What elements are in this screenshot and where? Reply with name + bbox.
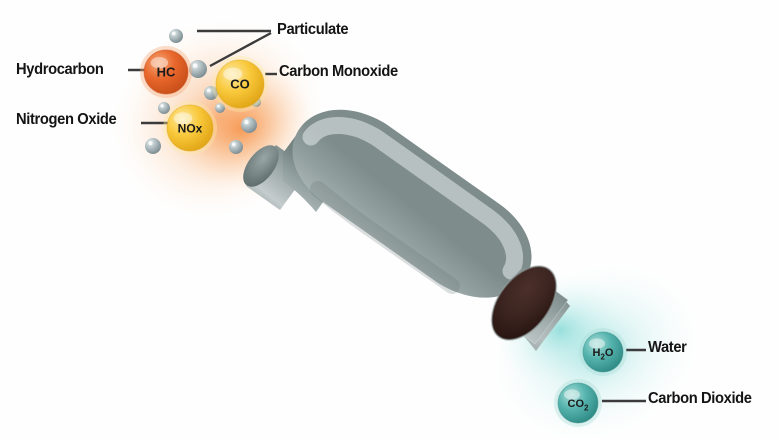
particulate-sphere bbox=[158, 102, 170, 114]
molecule-nox[interactable]: NOx bbox=[163, 101, 217, 155]
converter-barrel bbox=[292, 109, 532, 298]
particulate-line-diag bbox=[209, 31, 272, 68]
molecule-label: CO bbox=[230, 77, 250, 92]
exhaust-outlet-rim bbox=[490, 265, 558, 341]
barrel-highlight bbox=[302, 117, 523, 280]
emission-label-carbon-monoxide: Carbon Monoxide bbox=[279, 63, 398, 80]
output-label-water: Water bbox=[648, 339, 687, 356]
molecule-label: CO2 bbox=[568, 398, 590, 412]
particulate-spheres-group bbox=[145, 29, 261, 154]
emission-label-hydrocarbon: Hydrocarbon bbox=[16, 61, 104, 78]
particulate-sphere bbox=[241, 117, 257, 133]
molecule-label: HC bbox=[157, 65, 176, 80]
leader-lines-group bbox=[128, 29, 646, 403]
converter-body bbox=[243, 109, 570, 351]
molecule-co[interactable]: CO bbox=[212, 56, 268, 112]
barrel-shadow bbox=[310, 181, 460, 294]
molecule-label: H2O bbox=[593, 347, 614, 361]
particulate-sphere bbox=[229, 140, 243, 154]
emission-label-particulate: Particulate bbox=[277, 21, 349, 38]
particulate-sphere bbox=[215, 103, 225, 113]
molecule-h2o[interactable]: H2O bbox=[579, 328, 627, 376]
output-label-carbon-dioxide: Carbon Dioxide bbox=[648, 390, 752, 407]
particulate-sphere bbox=[204, 86, 218, 100]
molecule-label: NOx bbox=[178, 121, 203, 135]
emission-label-nitrogen-oxide: Nitrogen Oxide bbox=[16, 111, 117, 128]
particulate-sphere bbox=[145, 138, 161, 154]
particulate-sphere bbox=[169, 29, 183, 43]
molecule-co2[interactable]: CO2 bbox=[554, 379, 602, 427]
molecule-hc[interactable]: HC bbox=[140, 46, 192, 98]
particulate-sphere bbox=[189, 60, 207, 78]
